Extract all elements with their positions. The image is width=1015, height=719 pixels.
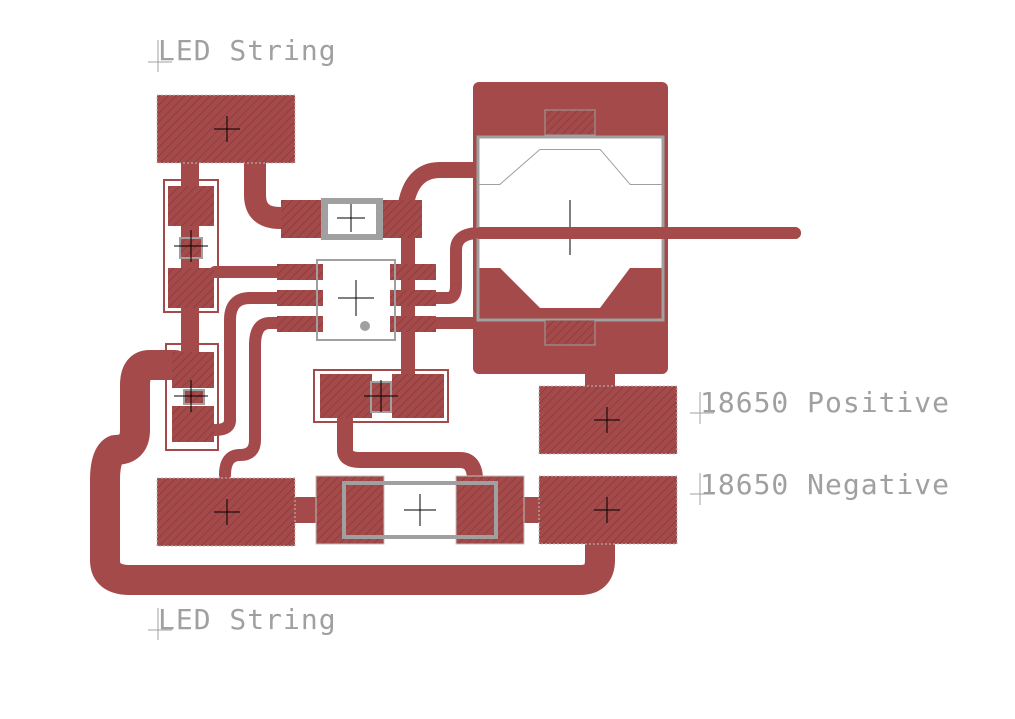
pad xyxy=(382,200,422,238)
trace xyxy=(337,412,483,488)
pad xyxy=(315,475,385,545)
trace xyxy=(244,149,311,229)
capacitor-c1 xyxy=(163,179,219,313)
pad xyxy=(544,109,596,136)
pad xyxy=(455,475,525,545)
pad xyxy=(390,316,436,332)
silk-outline xyxy=(316,259,396,341)
pad xyxy=(168,186,214,226)
silk-outline xyxy=(165,343,219,451)
silk-outline xyxy=(313,369,449,423)
pad xyxy=(172,352,214,388)
pad xyxy=(277,264,323,280)
pad xyxy=(277,316,323,332)
origin-crosshairs xyxy=(174,116,620,526)
battery-negative-label: 18650 Negative xyxy=(700,468,950,501)
resistor-r1 xyxy=(315,475,525,545)
led-string-top-label: LED String xyxy=(158,34,337,67)
battery-positive-label: 18650 Positive xyxy=(700,386,950,419)
body xyxy=(183,389,205,405)
pad xyxy=(390,264,436,280)
battery-connector-footprint xyxy=(473,82,801,374)
silk-outline xyxy=(163,179,219,313)
pad xyxy=(172,406,214,442)
trace xyxy=(209,292,291,436)
pad xyxy=(320,374,372,418)
trace xyxy=(90,350,615,595)
pad xyxy=(168,268,214,308)
silk-outline xyxy=(342,481,498,539)
pad xyxy=(544,319,596,346)
pin1-marker xyxy=(360,321,370,331)
ic-u1 xyxy=(277,259,436,341)
battery-positive-pad xyxy=(538,385,678,455)
pad xyxy=(392,374,444,418)
trace xyxy=(219,317,291,481)
led-string-bottom-label: LED String xyxy=(158,603,337,636)
body-window xyxy=(328,204,376,234)
copper-lower-shape xyxy=(478,268,663,320)
label-anchors xyxy=(148,40,714,640)
pad xyxy=(277,290,323,306)
trace xyxy=(429,227,801,304)
transistor-q1 xyxy=(281,198,422,240)
diode-d1 xyxy=(165,343,219,451)
pad xyxy=(281,200,321,238)
pad xyxy=(390,290,436,306)
